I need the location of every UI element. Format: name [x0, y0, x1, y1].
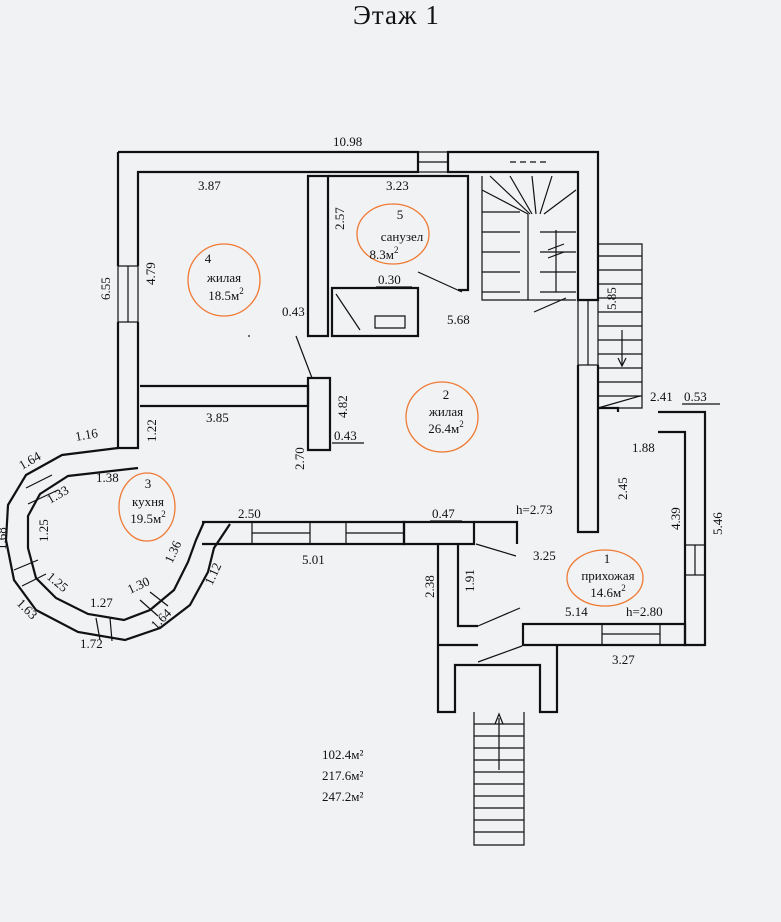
svg-text:2.70: 2.70	[292, 447, 307, 470]
svg-text:2: 2	[443, 387, 450, 402]
svg-text:2.41: 2.41	[650, 389, 673, 404]
svg-text:3.87: 3.87	[198, 178, 221, 193]
svg-text:4: 4	[205, 251, 212, 266]
svg-text:3.25: 3.25	[533, 548, 556, 563]
windows	[13, 151, 706, 646]
staircase-exterior-side	[598, 243, 643, 409]
svg-text:0.43: 0.43	[282, 304, 305, 319]
svg-text:26.4м2: 26.4м2	[428, 419, 463, 436]
svg-text:1: 1	[604, 551, 611, 566]
svg-text:1.16: 1.16	[74, 425, 100, 444]
room-labels: 1 прихожая 14.6м2 2 жилая 26.4м2 3 кухня…	[118, 203, 644, 607]
room-4-label: 4 жилая 18.5м2	[187, 243, 261, 317]
total-area-2: 217.6м²	[322, 768, 363, 783]
svg-text:0.47: 0.47	[432, 506, 455, 521]
svg-text:6.55: 6.55	[98, 277, 113, 300]
svg-text:19.5м2: 19.5м2	[130, 509, 165, 526]
svg-text:жилая: жилая	[206, 270, 241, 285]
svg-text:1.38: 1.38	[96, 470, 119, 485]
svg-text:1.91: 1.91	[462, 569, 477, 592]
svg-text:4.82: 4.82	[335, 395, 350, 418]
svg-text:1.12: 1.12	[201, 560, 224, 587]
svg-text:1.63: 1.63	[14, 596, 41, 623]
height-living: h=2.73	[516, 502, 553, 517]
svg-text:1.25: 1.25	[36, 519, 51, 542]
svg-text:жилая: жилая	[428, 404, 463, 419]
room-1-label: 1 прихожая 14.6м2	[566, 549, 644, 607]
svg-text:3.23: 3.23	[386, 178, 409, 193]
svg-text:1.72: 1.72	[80, 636, 103, 651]
svg-text:кухня: кухня	[132, 494, 164, 509]
svg-text:18.5м2: 18.5м2	[208, 286, 243, 303]
door-leaders	[248, 271, 641, 663]
svg-text:4.79: 4.79	[143, 262, 158, 285]
svg-text:2.38: 2.38	[422, 575, 437, 598]
svg-text:3: 3	[145, 476, 152, 491]
svg-text:10.98: 10.98	[333, 134, 362, 149]
svg-text:1.27: 1.27	[90, 595, 113, 610]
svg-text:5.68: 5.68	[447, 312, 470, 327]
height-hall: h=2.80	[626, 604, 663, 619]
svg-text:4.39: 4.39	[668, 507, 683, 530]
svg-text:3.27: 3.27	[612, 652, 635, 667]
svg-text:0.43: 0.43	[334, 428, 357, 443]
svg-text:1.22: 1.22	[144, 419, 159, 442]
room-3-label: 3 кухня 19.5м2	[118, 472, 176, 542]
svg-text:3.85: 3.85	[206, 410, 229, 425]
floor-title: Этаж 1	[353, 0, 440, 30]
svg-text:1.33: 1.33	[44, 482, 71, 506]
interior-walls	[140, 174, 470, 452]
total-area-1: 102.4м²	[322, 747, 363, 762]
svg-text:2.50: 2.50	[238, 506, 261, 521]
svg-text:1.36: 1.36	[161, 538, 184, 565]
room-2-label: 2 жилая 26.4м2	[405, 381, 479, 453]
svg-text:прихожая: прихожая	[581, 568, 634, 583]
svg-text:0.53: 0.53	[684, 389, 707, 404]
svg-text:0.30: 0.30	[378, 272, 401, 287]
svg-text:5.01: 5.01	[302, 552, 325, 567]
room-5-label: 5 санузел 8.3м2	[356, 203, 430, 265]
svg-text:1.68: 1.68	[0, 527, 9, 550]
svg-text:5.14: 5.14	[565, 604, 588, 619]
svg-text:8.3м2: 8.3м2	[370, 245, 399, 262]
dimension-labels: 10.98 3.87 3.23 2.57 4.79 6.55 0.30 0.43…	[0, 134, 725, 667]
svg-text:1.88: 1.88	[632, 440, 655, 455]
svg-text:5.46: 5.46	[710, 512, 725, 535]
staircase-entrance	[473, 712, 525, 846]
svg-text:2.57: 2.57	[332, 207, 347, 230]
staircase-interior	[481, 175, 577, 301]
total-area-3: 247.2м²	[322, 789, 363, 804]
svg-text:14.6м2: 14.6м2	[590, 583, 625, 600]
svg-text:2.45: 2.45	[615, 477, 630, 500]
svg-text:5: 5	[397, 207, 404, 222]
svg-text:1.64: 1.64	[16, 448, 44, 473]
area-totals: 102.4м² 217.6м² 247.2м²	[322, 747, 363, 804]
svg-text:санузел: санузел	[381, 229, 424, 244]
svg-text:1.30: 1.30	[125, 574, 152, 597]
svg-text:5.85: 5.85	[604, 287, 619, 310]
